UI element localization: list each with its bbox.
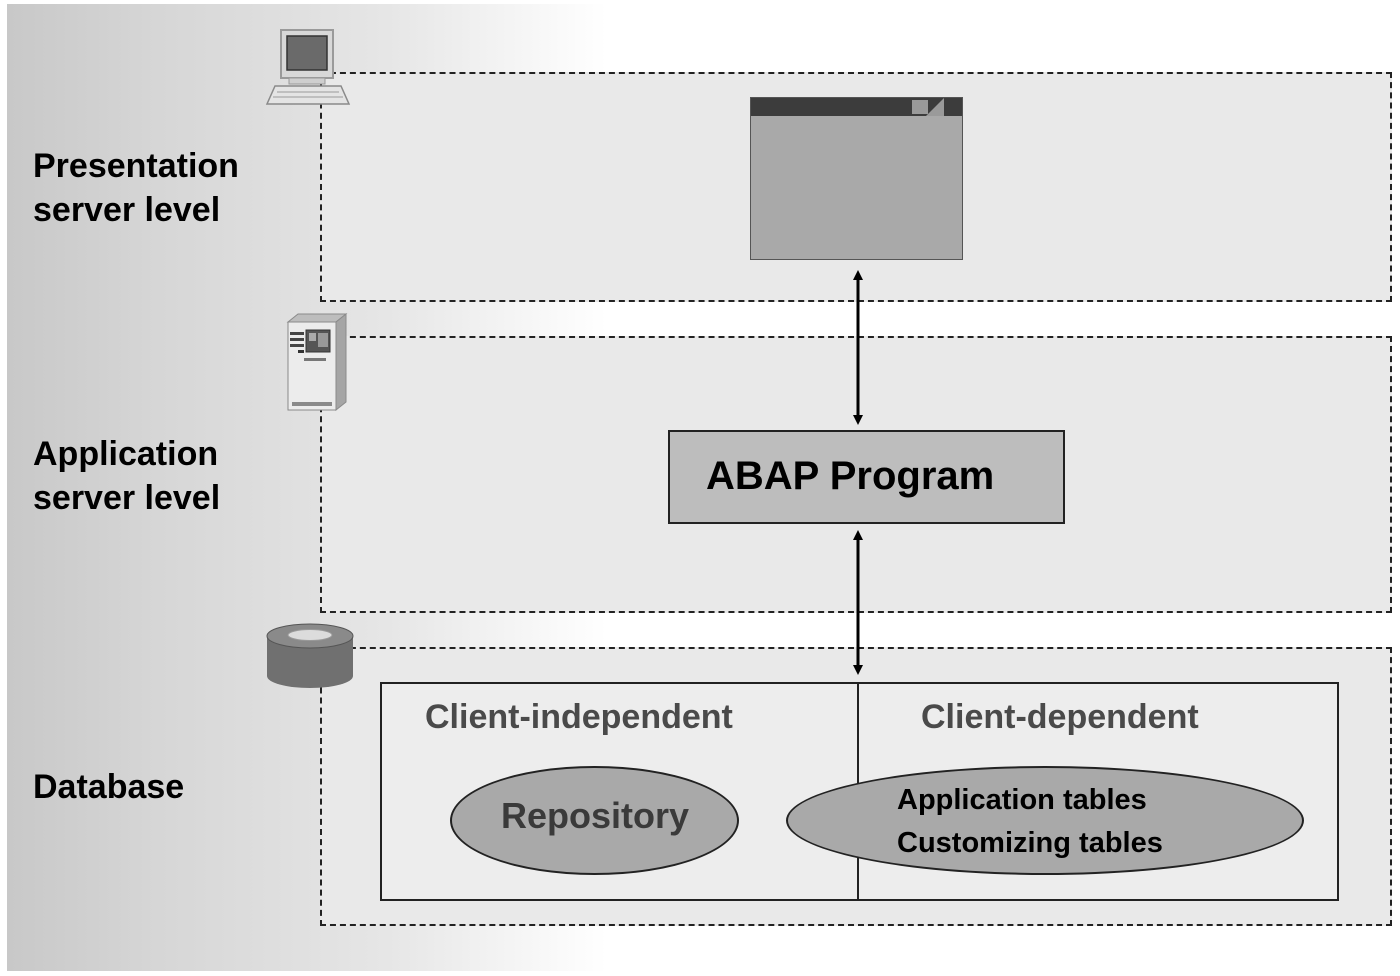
application-tables-label: Application tables <box>897 784 1147 816</box>
window-corner-icon <box>926 98 944 116</box>
window-button <box>912 100 928 114</box>
application-level-label: Application server level <box>33 435 221 517</box>
presentation-screen <box>750 97 963 260</box>
tables-ellipse <box>786 766 1304 875</box>
repository-ellipse <box>450 766 739 875</box>
repository-label: Repository <box>501 795 690 836</box>
server-icon <box>286 312 348 412</box>
client-dependent-title: Client-dependent <box>921 698 1199 736</box>
database-level-label: Database <box>33 768 185 806</box>
customizing-tables-label: Customizing tables <box>897 827 1163 859</box>
abap-program-box: ABAP Program <box>668 430 1065 524</box>
abap-program-label: ABAP Program <box>706 454 995 498</box>
presentation-level-label: Presentation server level <box>33 147 239 229</box>
computer-icon <box>265 29 351 105</box>
client-independent-title: Client-independent <box>425 698 733 736</box>
screen-titlebar <box>751 98 962 116</box>
database-icon <box>266 623 354 688</box>
